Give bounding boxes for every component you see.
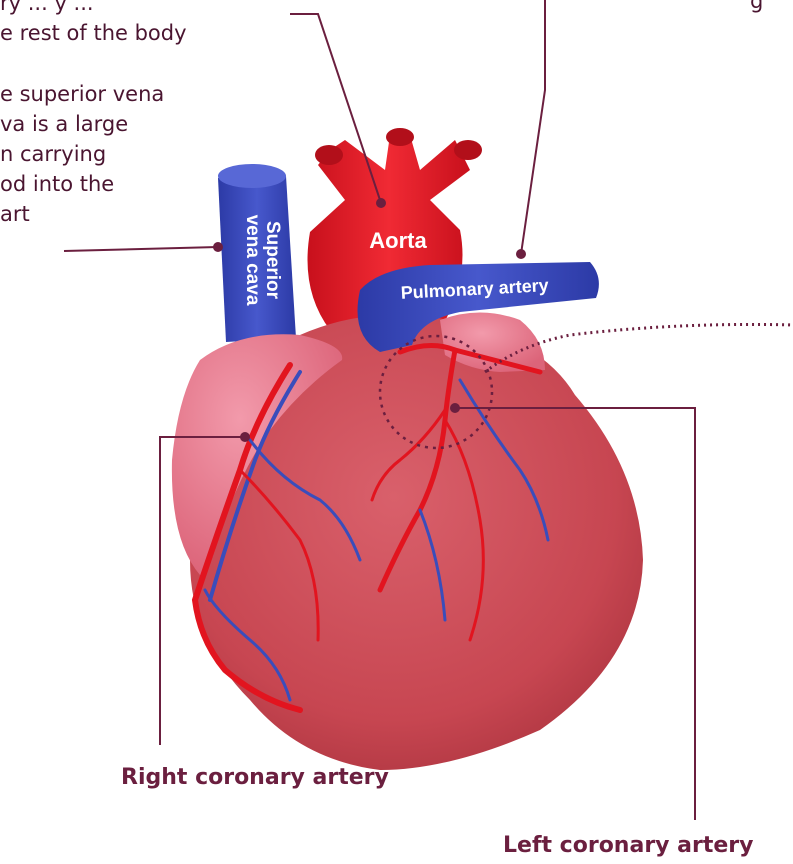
svc-leader-dot xyxy=(213,242,223,252)
aorta-leader-dot xyxy=(376,198,386,208)
pulmonary-leader xyxy=(521,0,545,254)
lca-leader-dot xyxy=(450,403,460,413)
rca-leader-dot xyxy=(240,432,250,442)
right-coronary-artery-label: Right coronary artery xyxy=(121,765,389,790)
aorta-label: Aorta xyxy=(369,228,427,253)
svc-label-line-1: Superior xyxy=(262,221,283,300)
left-coronary-artery-label: Left coronary artery xyxy=(503,833,754,858)
svc-label-line-2: vena cava xyxy=(242,215,263,306)
svc-leader xyxy=(64,247,218,251)
pulmonary-leader-dot xyxy=(516,249,526,259)
svc-label-group: Superior vena cava xyxy=(242,215,283,306)
